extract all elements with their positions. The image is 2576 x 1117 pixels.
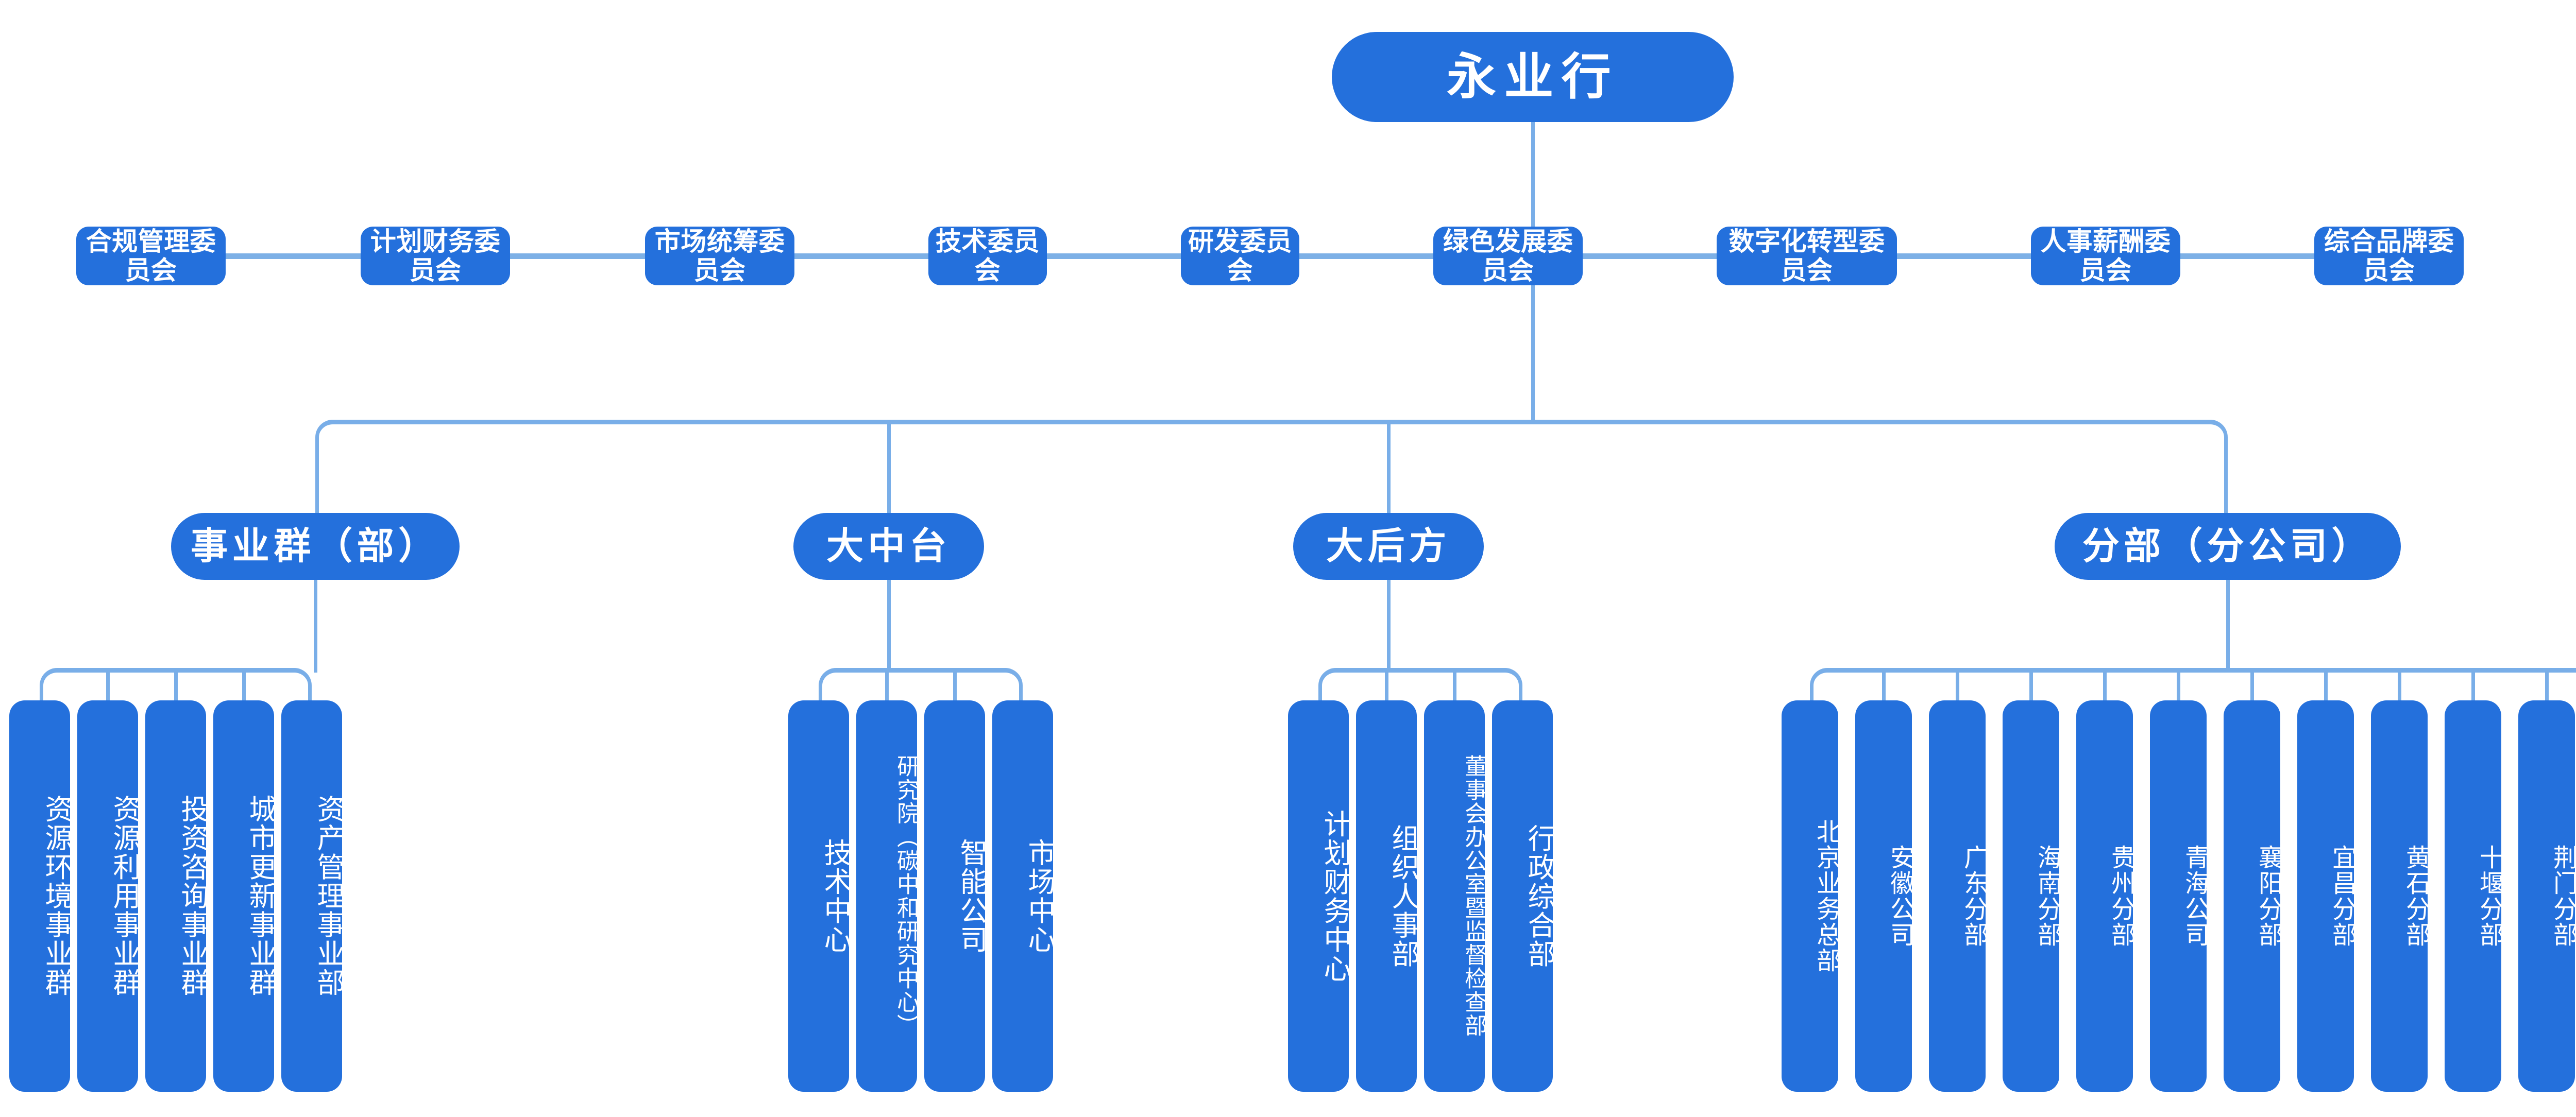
branch-3[interactable]: 广东分部 [1929, 700, 1987, 1092]
branch-stem [2226, 580, 2230, 673]
branch-drop-3 [1956, 668, 1959, 700]
middle-platform-3[interactable]: 智能公司 [924, 700, 987, 1092]
committee-5[interactable]: 研发委员会 [1181, 227, 1299, 285]
branch-7[interactable]: 襄阳分部 [2224, 700, 2282, 1092]
business-unit-stem [314, 580, 317, 673]
committee-8[interactable]: 人事薪酬委员会 [2031, 227, 2180, 285]
branch-drop-10 [2471, 668, 2475, 700]
connector-committee-to-groups [1531, 285, 1535, 422]
committee-link-2 [510, 253, 645, 259]
branch-drop-9 [2398, 668, 2401, 700]
branch-1[interactable]: 北京业务总部 [1782, 700, 1840, 1092]
committee-link-7 [1897, 253, 2031, 259]
branch-5[interactable]: 贵州分部 [2076, 700, 2134, 1092]
middle-platform-drop-2 [885, 668, 889, 700]
group-3[interactable]: 大后方 [1293, 513, 1484, 580]
back-office-bus [1318, 668, 1522, 700]
group-2[interactable]: 大中台 [793, 513, 984, 580]
connector-group-drop-3 [1387, 420, 1391, 515]
back-office-2[interactable]: 组织人事部 [1356, 700, 1418, 1092]
connector-root-stem [1531, 122, 1535, 256]
middle-platform-bus [819, 668, 1023, 700]
group-4[interactable]: 分部（分公司） [2055, 513, 2401, 580]
committee-9[interactable]: 综合品牌委员会 [2314, 227, 2464, 285]
branch-bus [1810, 668, 2576, 700]
committee-7[interactable]: 数字化转型委员会 [1717, 227, 1897, 285]
business-unit-4[interactable]: 城市更新事业群 [213, 700, 276, 1092]
committee-link-3 [794, 253, 928, 259]
middle-platform-drop-3 [953, 668, 957, 700]
committee-link-5 [1299, 253, 1433, 259]
committee-6[interactable]: 绿色发展委员会 [1433, 227, 1583, 285]
committee-1[interactable]: 合规管理委员会 [76, 227, 226, 285]
committee-link-1 [226, 253, 361, 259]
connector-groups-bus [315, 420, 2228, 515]
branch-10[interactable]: 十堰分部 [2445, 700, 2503, 1092]
branch-8[interactable]: 宜昌分部 [2297, 700, 2355, 1092]
branch-4[interactable]: 海南分部 [2003, 700, 2061, 1092]
committee-link-6 [1583, 253, 1717, 259]
group-1[interactable]: 事业群（部） [171, 513, 460, 580]
middle-platform-1[interactable]: 技术中心 [788, 700, 851, 1092]
middle-platform-2[interactable]: 研究院（碳中和研究中心） [856, 700, 919, 1092]
committee-4[interactable]: 技术委员会 [928, 227, 1047, 285]
middle-platform-stem [887, 580, 891, 673]
business-unit-drop-4 [242, 668, 246, 700]
branch-drop-4 [2029, 668, 2033, 700]
business-unit-1[interactable]: 资源环境事业群 [9, 700, 72, 1092]
branch-drop-5 [2103, 668, 2107, 700]
branch-drop-11 [2545, 668, 2549, 700]
back-office-1[interactable]: 计划财务中心 [1288, 700, 1350, 1092]
back-office-3[interactable]: 董事会办公室暨监督检查部 [1424, 700, 1486, 1092]
business-unit-3[interactable]: 投资咨询事业群 [145, 700, 208, 1092]
business-unit-drop-2 [106, 668, 110, 700]
back-office-drop-3 [1453, 668, 1456, 700]
branch-drop-8 [2324, 668, 2328, 700]
branch-6[interactable]: 青海公司 [2150, 700, 2208, 1092]
back-office-stem [1387, 580, 1391, 673]
business-unit-5[interactable]: 资产管理事业部 [281, 700, 344, 1092]
committee-link-8 [2180, 253, 2314, 259]
back-office-drop-2 [1385, 668, 1388, 700]
branch-drop-6 [2177, 668, 2180, 700]
branch-2[interactable]: 安徽公司 [1855, 700, 1913, 1092]
root-node[interactable]: 永业行 [1332, 32, 1734, 122]
middle-platform-4[interactable]: 市场中心 [992, 700, 1055, 1092]
connector-group-drop-2 [887, 420, 891, 515]
committee-link-4 [1047, 253, 1181, 259]
back-office-4[interactable]: 行政综合部 [1492, 700, 1554, 1092]
branch-drop-7 [2250, 668, 2254, 700]
business-unit-drop-3 [174, 668, 178, 700]
committee-3[interactable]: 市场统筹委员会 [645, 227, 794, 285]
branch-9[interactable]: 黄石分部 [2371, 700, 2429, 1092]
branch-drop-2 [1882, 668, 1886, 700]
branch-11[interactable]: 荆门分部 [2518, 700, 2576, 1092]
business-unit-2[interactable]: 资源利用事业群 [77, 700, 140, 1092]
committee-2[interactable]: 计划财务委员会 [361, 227, 510, 285]
